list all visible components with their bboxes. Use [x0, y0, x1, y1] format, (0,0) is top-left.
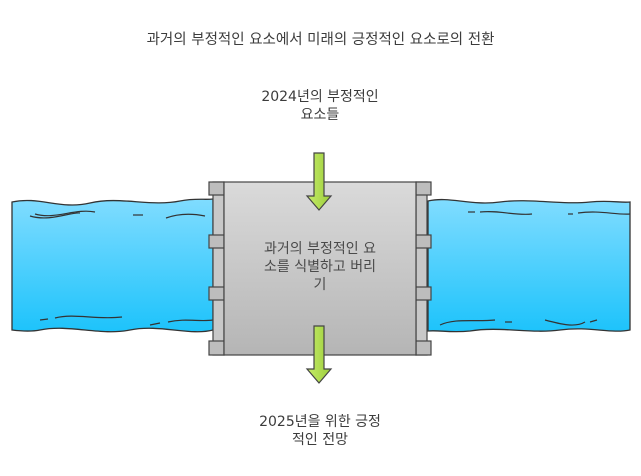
arrow-down-icon — [305, 325, 333, 384]
gate-label-line: 기 — [313, 277, 327, 293]
gate-label-line: 소를 식별하고 버리 — [264, 259, 376, 275]
arrow-down-icon — [305, 152, 333, 211]
river-right — [427, 198, 631, 333]
diagram-title: 과거의 부정적인 요소에서 미래의 긍정적인 요소로의 전환 — [146, 32, 495, 48]
top-label: 2024년의 부정적인 요소들 — [200, 88, 440, 124]
river-left — [11, 198, 214, 333]
top-label-line: 2024년의 부정적인 — [261, 89, 379, 105]
gate-label-line: 과거의 부정적인 요 — [264, 241, 376, 257]
bottom-label-line: 적인 전망 — [292, 432, 348, 448]
bottom-label: 2025년을 위한 긍정 적인 전망 — [200, 413, 440, 449]
gate-label: 과거의 부정적인 요 소를 식별하고 버리 기 — [230, 240, 410, 294]
top-label-line: 요소들 — [300, 107, 340, 123]
bottom-label-line: 2025년을 위한 긍정 — [259, 414, 381, 430]
